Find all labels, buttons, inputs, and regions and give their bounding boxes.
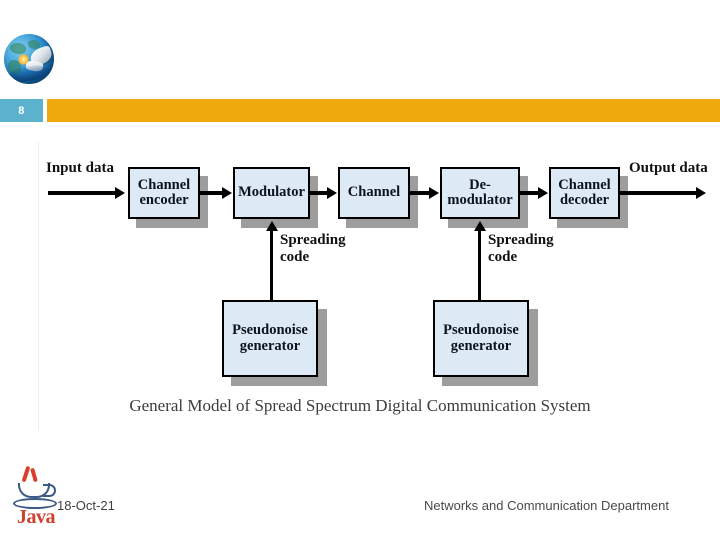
node-demodulator-label: De- modulator	[447, 176, 513, 208]
spreading-code-tx-label: Spreading code	[280, 232, 346, 266]
globe-landmass	[10, 43, 26, 54]
java-cup-handle-icon	[43, 484, 56, 497]
footer-date: 18-Oct-21	[57, 498, 115, 513]
node-pn-generator-rx-label: Pseudonoise generator	[443, 322, 519, 354]
footer-department: Networks and Communication Department	[424, 498, 669, 513]
figure-left-rule	[38, 142, 39, 430]
node-channel-encoder-label: Channel encoder	[137, 176, 191, 208]
title-band	[47, 99, 720, 122]
arrow-decoder-to-output	[620, 187, 706, 199]
node-modulator: Modulator	[233, 167, 310, 219]
arrow-channel-to-demodulator	[410, 187, 439, 199]
arrow-demodulator-to-decoder	[520, 187, 548, 199]
java-wordmark: Java	[17, 506, 56, 528]
arrow-pn-tx-to-modulator	[265, 221, 278, 300]
globe-signal-glow	[18, 54, 29, 65]
node-channel: Channel	[338, 167, 410, 219]
node-demodulator: De- modulator	[440, 167, 520, 219]
globe-icon	[4, 34, 54, 84]
node-channel-encoder: Channel encoder	[128, 167, 200, 219]
node-channel-decoder: Channel decoder	[549, 167, 620, 219]
globe-satellite-logo	[2, 32, 58, 88]
spreading-code-rx-label: Spreading code	[488, 232, 554, 266]
slide-number-badge: 8	[0, 99, 43, 122]
node-pn-generator-rx: Pseudonoise generator	[433, 300, 529, 377]
arrow-modulator-to-channel	[310, 187, 337, 199]
node-channel-decoder-label: Channel decoder	[558, 176, 611, 208]
java-logo: Java	[8, 465, 66, 528]
java-steam-icon	[21, 465, 31, 483]
output-data-label: Output data	[629, 160, 708, 176]
arrow-input-to-channel-encoder	[48, 187, 125, 199]
globe-landmass	[28, 40, 40, 49]
node-channel-label: Channel	[347, 184, 401, 201]
input-data-label: Input data	[46, 160, 114, 176]
node-modulator-label: Modulator	[238, 184, 305, 201]
figure-caption: General Model of Spread Spectrum Digital…	[129, 396, 591, 415]
node-pn-generator-tx: Pseudonoise generator	[222, 300, 318, 377]
arrow-pn-rx-to-demodulator	[473, 221, 486, 300]
java-steam-icon	[30, 467, 38, 483]
java-saucer-icon	[13, 498, 57, 509]
spread-spectrum-block-diagram: Input data Channel encoder Modulator Cha…	[0, 140, 720, 435]
arrow-encoder-to-modulator	[200, 187, 232, 199]
node-pn-generator-tx-label: Pseudonoise generator	[232, 322, 308, 354]
